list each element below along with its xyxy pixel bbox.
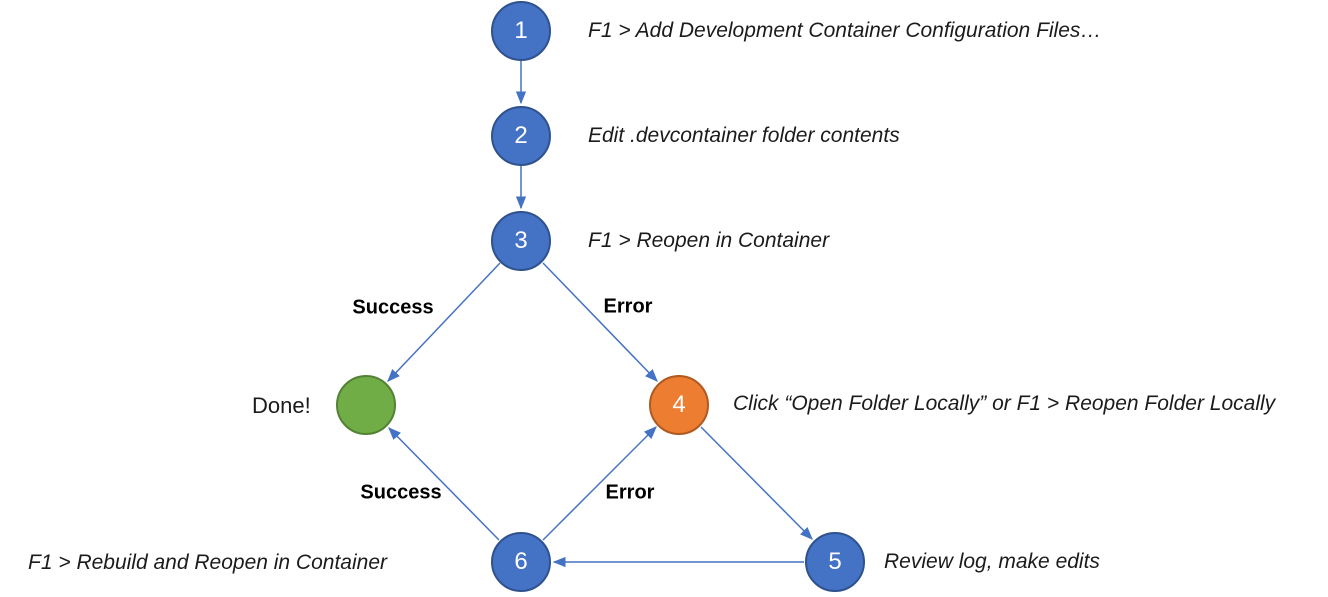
node-step-3: 3 bbox=[491, 211, 551, 271]
edge-label-error-bottom: Error bbox=[605, 481, 655, 504]
node-step-1: 1 bbox=[491, 1, 551, 61]
node-step-2-number: 2 bbox=[514, 122, 528, 149]
node-step-2: 2 bbox=[491, 106, 551, 166]
node-step-3-number: 3 bbox=[514, 227, 528, 254]
node-step-6: 6 bbox=[491, 532, 551, 592]
edge-6-to-done bbox=[388, 427, 500, 541]
annotation-step-1: F1 > Add Development Container Configura… bbox=[588, 19, 1102, 42]
node-step-6-number: 6 bbox=[514, 548, 528, 575]
annotation-done: Done! bbox=[252, 393, 311, 418]
node-step-4: 4 bbox=[649, 375, 709, 435]
edge-3-to-done bbox=[387, 262, 501, 382]
edge-label-success-top: Success bbox=[352, 296, 434, 319]
edge-4-to-5 bbox=[700, 426, 813, 540]
annotation-step-6: F1 > Rebuild and Reopen in Container bbox=[28, 551, 387, 574]
annotation-step-2: Edit .devcontainer folder contents bbox=[588, 124, 900, 147]
node-done bbox=[336, 375, 396, 435]
edge-3-to-4 bbox=[542, 262, 658, 382]
annotation-step-3: F1 > Reopen in Container bbox=[588, 229, 830, 252]
edge-6-to-4 bbox=[542, 426, 657, 541]
edge-label-error-top: Error bbox=[603, 295, 653, 318]
annotation-step-4: Click “Open Folder Locally” or F1 > Reop… bbox=[733, 392, 1276, 415]
annotation-step-5: Review log, make edits bbox=[884, 550, 1100, 573]
node-step-4-number: 4 bbox=[672, 391, 686, 418]
edge-label-success-bottom: Success bbox=[360, 481, 442, 504]
node-step-5-number: 5 bbox=[828, 548, 842, 575]
node-step-5: 5 bbox=[805, 532, 865, 592]
node-step-1-number: 1 bbox=[514, 17, 528, 44]
